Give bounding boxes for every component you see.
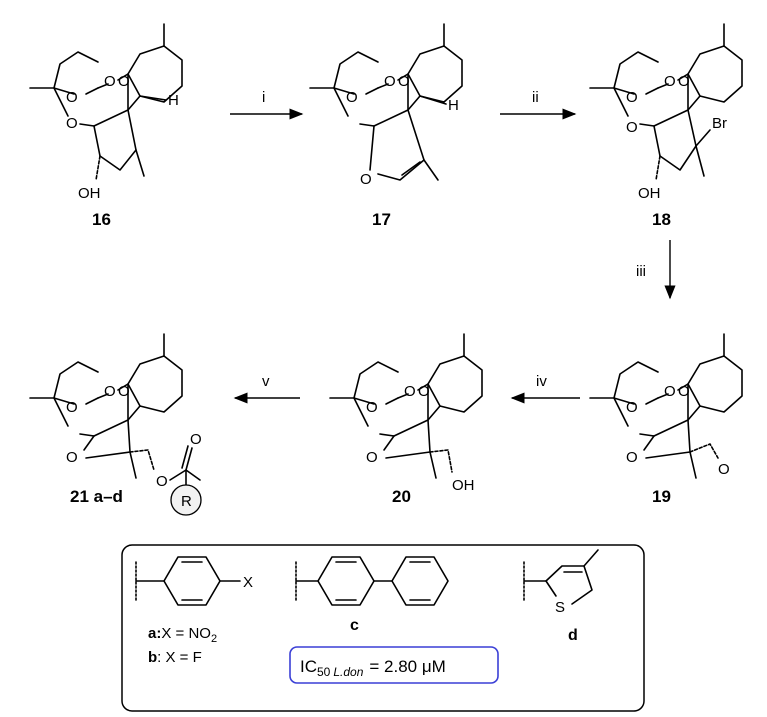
o-atom: O	[118, 73, 130, 90]
step-iv-label: iv	[536, 373, 547, 390]
h-atom: H	[448, 97, 459, 114]
o-atom: O	[66, 89, 78, 106]
step-iv-arrow: iv	[510, 373, 580, 404]
compound-20: O O O O OH 20	[329, 333, 483, 506]
o-atom: O	[66, 449, 78, 466]
legend-b: b: X = F	[148, 649, 202, 666]
compound-21-label: 21 a–d	[70, 487, 123, 506]
step-iii-arrow: iii	[636, 240, 676, 300]
o-atom: O	[66, 399, 78, 416]
o-atom: O	[118, 383, 130, 400]
o-atom: O	[366, 449, 378, 466]
o-atom: O	[398, 73, 410, 90]
o-atom: O	[418, 383, 430, 400]
compound-18-label: 18	[652, 210, 671, 229]
compound-19: O O O O O 19	[589, 333, 743, 506]
compound-21: O O O O O O R 21 a–d	[29, 333, 202, 516]
r-group-legend: X a:X = NO2 b: X = F c S d	[121, 544, 645, 712]
o-atom: O	[664, 383, 676, 400]
thiophene-structure: S d	[523, 549, 599, 644]
o-atom: O	[626, 449, 638, 466]
o-atom: O	[366, 399, 378, 416]
o-atom: O	[384, 73, 396, 90]
compound-16: O O O O H OH 16	[29, 23, 183, 229]
compound-17: O O O O H 17	[309, 23, 463, 229]
o-atom: O	[104, 73, 116, 90]
step-i-arrow: i	[230, 89, 304, 120]
step-v-label: v	[262, 373, 270, 390]
sulfur-atom: S	[555, 599, 565, 616]
o-atom: O	[678, 73, 690, 90]
compound-18: O O O O Br OH 18	[589, 23, 743, 229]
r-group-label: R	[181, 493, 192, 510]
biphenyl-structure: c	[295, 556, 449, 634]
carbonyl-oxygen: O	[190, 431, 202, 448]
hydroxyl-label: OH	[452, 477, 475, 494]
r-group-circle	[170, 484, 202, 516]
compound-16-label: 16	[92, 210, 111, 229]
step-v-arrow: v	[233, 373, 300, 404]
step-ii-label: ii	[532, 89, 539, 106]
o-atom: O	[664, 73, 676, 90]
step-iii-label: iii	[636, 263, 646, 280]
step-ii-arrow: ii	[500, 89, 577, 120]
o-atom: O	[626, 119, 638, 136]
o-atom: O	[360, 171, 372, 188]
o-atom: O	[104, 383, 116, 400]
ester-oxygen: O	[156, 473, 168, 490]
bromine-atom: Br	[712, 115, 727, 132]
legend-a: a:X = NO2	[148, 625, 217, 645]
compound-19-label: 19	[652, 487, 671, 506]
ic50-box	[289, 646, 499, 684]
o-atom: O	[404, 383, 416, 400]
h-atom: H	[168, 92, 179, 109]
step-i-label: i	[262, 89, 265, 106]
legend-d: d	[568, 627, 578, 644]
hydroxyl-label: OH	[78, 185, 101, 202]
o-atom: O	[626, 399, 638, 416]
compound-17-label: 17	[372, 210, 391, 229]
hydroxyl-label: OH	[638, 185, 661, 202]
o-atom: O	[346, 89, 358, 106]
o-atom: O	[626, 89, 638, 106]
legend-c: c	[350, 617, 359, 634]
o-atom: O	[678, 383, 690, 400]
o-atom: O	[66, 115, 78, 132]
aldehyde-oxygen: O	[718, 461, 730, 478]
aryl-x-structure: X	[135, 556, 253, 606]
compound-20-label: 20	[392, 487, 411, 506]
x-substituent-label: X	[243, 574, 253, 591]
